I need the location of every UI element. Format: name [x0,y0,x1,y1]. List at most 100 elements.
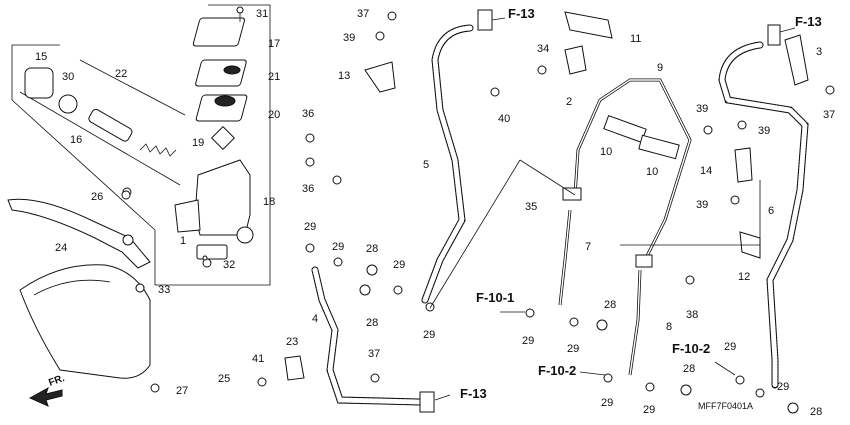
callout-leader-22 [79,59,186,116]
callout-1: 1 [180,235,186,247]
callout-28c: 28 [604,299,616,311]
bolt-o [257,377,267,387]
callout-22: 22 [115,68,127,80]
callout-27: 27 [176,385,188,397]
ref-arrow-line-4 [491,17,506,21]
callout-16: 16 [70,134,82,146]
callout-19: 19 [192,137,204,149]
callout-21: 21 [268,71,280,83]
bolt-a [387,11,397,21]
hose-joint [477,9,493,31]
ref-f13-bottom: F-13 [460,386,487,401]
guard-edge [33,279,111,296]
diaphragm-center [214,95,236,107]
callout-18: 18 [263,196,275,208]
callout-29g: 29 [601,397,613,409]
cap-screw [236,6,244,14]
bolt-m [685,275,695,285]
guard-screw [150,383,160,393]
callout-41: 41 [252,353,264,365]
ref-f13-right: F-13 [795,14,822,29]
lever-group [7,187,160,407]
leader-long [429,159,521,309]
callout-26: 26 [91,191,103,203]
callout-39a: 39 [343,32,355,44]
callout-31: 31 [256,8,268,20]
washer-c [393,285,403,295]
callout-29a: 29 [304,221,316,233]
hose-guide [564,11,613,39]
diagram-code: MFF7F0401A [698,401,753,411]
lever-pivot [122,234,134,246]
hose-joint-2 [767,24,781,46]
master-cylinder-body [194,159,251,236]
front-direction-label: FR. [47,373,66,389]
hose-clamp [364,61,396,93]
ref-f10-2-left: F-10-2 [538,363,576,378]
callout-2: 2 [566,96,572,108]
callout-10a: 10 [600,146,612,158]
callout-20: 20 [268,109,280,121]
callout-29e: 29 [522,335,534,347]
washer-b [333,257,343,267]
ref-arrow-line-6 [779,27,796,33]
reference-labels: F-13 F-13 F-13 F-10-1 F-10-2 F-10-2 FR. … [47,6,821,411]
hose-stay [734,147,753,183]
union-bolt-4 [680,384,692,396]
bolt-l [825,85,835,95]
reservoir-plate [195,59,247,87]
callout-13: 13 [338,70,350,82]
piston [88,108,133,142]
bolt-j [737,120,747,130]
callout-29f: 29 [567,343,579,355]
brake-pipe-8-inner [629,269,641,376]
hardware [121,9,835,414]
plate-hole [223,65,241,75]
joint-block [562,187,582,201]
screw-head [202,255,208,261]
callout-37b: 37 [368,348,380,360]
brake-hose-5 [421,24,474,304]
callout-29j: 29 [777,381,789,393]
washer-i [735,375,745,385]
union-bolt-2 [359,284,371,296]
pipe-clamp [603,114,647,144]
washer-d [425,302,435,312]
piston-spring [139,143,177,157]
washer-e [525,308,535,318]
callout-33: 33 [158,284,170,296]
bracket [564,45,587,75]
hose-joint-3 [419,391,435,413]
outlet-port [236,226,254,244]
ref-f10-1: F-10-1 [476,290,514,305]
ref-f13-top: F-13 [508,6,535,21]
clamp [284,355,305,381]
brake-hoses [311,24,809,406]
callout-39c: 39 [758,125,770,137]
master-cylinder-group [11,4,271,286]
holder-clamp [196,244,228,260]
boot [24,67,54,99]
callout-37a: 37 [357,8,369,20]
lever-mount [174,199,201,233]
bolt-h [332,175,342,185]
callout-7: 7 [585,241,591,253]
callout-10b: 10 [646,166,658,178]
union-bolt-3 [596,319,608,331]
clamp-stay [784,34,809,86]
callout-34: 34 [537,43,549,55]
brake-hose-6-texture [719,42,808,388]
bolt-i [703,125,713,135]
bolt-k [730,195,740,205]
pipe-clamp-2 [638,134,680,160]
group-outline-inner [19,91,181,186]
washer-a [305,243,315,253]
bolt-n [370,373,380,383]
callout-5: 5 [423,159,429,171]
callout-24: 24 [55,242,67,254]
callout-36b: 36 [302,183,314,195]
callout-15: 15 [35,51,47,63]
washer-f [569,317,579,327]
front-arrow-icon [28,386,63,407]
callout-11: 11 [630,33,641,45]
